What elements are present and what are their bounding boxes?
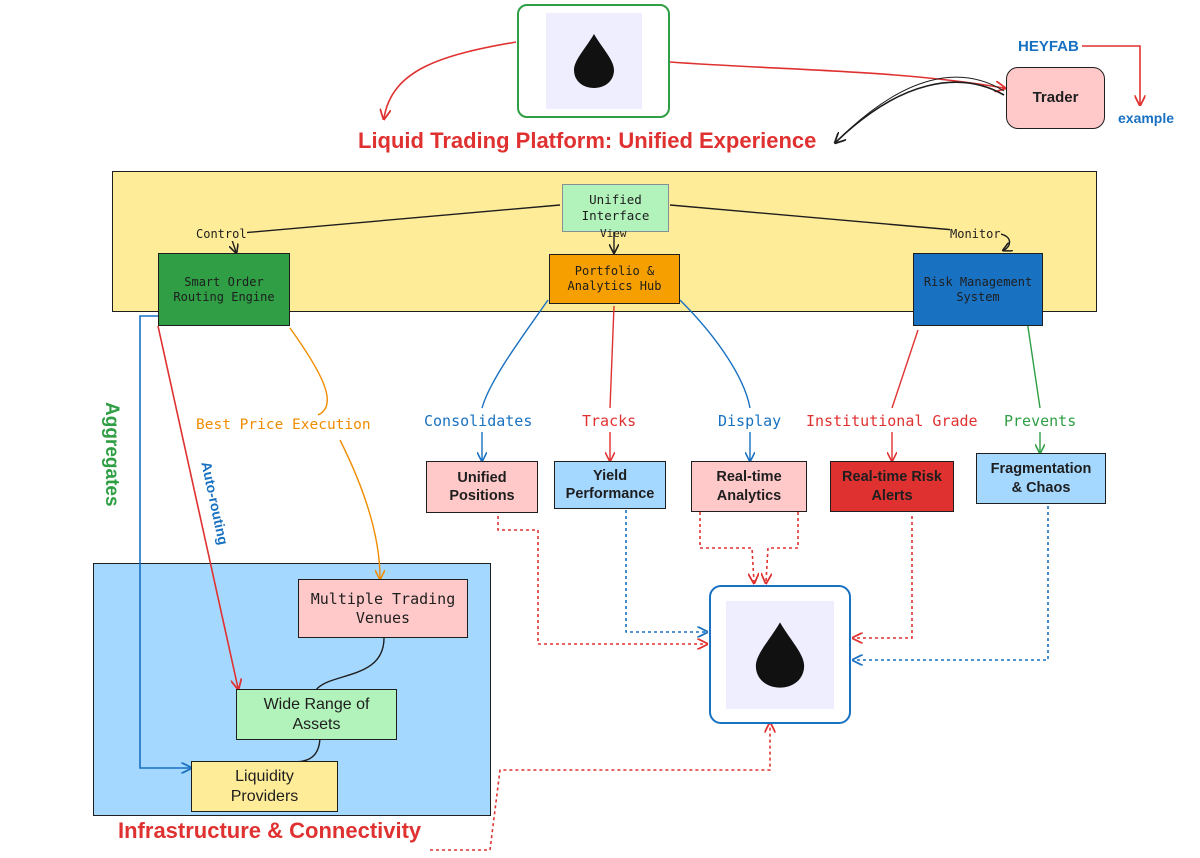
- trader-node: Trader: [1006, 67, 1105, 129]
- risk-management-node: Risk Management System: [913, 253, 1043, 326]
- center-logo-card: [709, 585, 851, 724]
- edge-trader-to-title: [836, 81, 1005, 142]
- edge-logo-to-title: [384, 41, 517, 118]
- edge-positions-to-logo: [497, 516, 706, 644]
- heyfab-label: HEYFAB: [1018, 38, 1079, 55]
- edge-auto-routing: [157, 325, 238, 688]
- edge-venues-to-assets: [315, 637, 385, 691]
- edge-consolidates: [482, 299, 549, 460]
- edge-heyfab-to-example: [1082, 45, 1140, 104]
- display-label: Display: [718, 412, 782, 430]
- top-logo-card: [517, 4, 670, 118]
- realtime-risk-alerts-node: Real-time Risk Alerts: [830, 461, 954, 512]
- page-title: Liquid Trading Platform: Unified Experie…: [358, 128, 817, 153]
- trading-venues-node: Multiple Trading Venues: [298, 579, 468, 638]
- tracks-label: Tracks: [582, 412, 637, 430]
- consolidates-label: Consolidates: [424, 412, 533, 430]
- yield-performance-node: Yield Performance: [554, 461, 666, 509]
- top-logo-bg: [545, 13, 642, 109]
- example-label: example: [1118, 110, 1175, 126]
- prevents-label: Prevents: [1004, 412, 1077, 430]
- edge-fragmentation-to-logo: [854, 506, 1049, 660]
- edge-tracks: [610, 305, 614, 460]
- best-price-label: Best Price Execution: [196, 417, 371, 433]
- fragmentation-node: Fragmentation & Chaos: [976, 453, 1106, 504]
- edge-display: [679, 299, 750, 460]
- center-logo-bg: [726, 600, 834, 709]
- infrastructure-label: Infrastructure & Connectivity: [118, 818, 422, 843]
- edge-logo-to-trader: [669, 61, 1004, 88]
- institutional-grade-label: Institutional Grade: [806, 412, 978, 430]
- liquidity-providers-node: Liquidity Providers: [191, 761, 338, 812]
- wide-range-assets-node: Wide Range of Assets: [236, 689, 397, 740]
- edge-best-price: [289, 327, 380, 578]
- portfolio-hub-node: Portfolio & Analytics Hub: [549, 254, 680, 304]
- liquid-drop-icon: [573, 34, 614, 88]
- smart-order-routing-node: Smart Order Routing Engine: [158, 253, 290, 326]
- edge-aggregates: [139, 315, 190, 768]
- monitor-label: Monitor: [950, 227, 1001, 241]
- edge-analytics-to-logo-b: [766, 512, 799, 582]
- edge-analytics-to-logo-a: [699, 512, 754, 582]
- realtime-analytics-node: Real-time Analytics: [691, 461, 807, 512]
- control-label: Control: [196, 227, 247, 241]
- edge-infra-to-logo: [430, 724, 770, 851]
- unified-interface-node: Unified Interface: [562, 184, 669, 232]
- edge-yield-to-logo: [625, 510, 706, 632]
- liquid-drop-icon: [755, 621, 805, 688]
- edge-risk-alerts-to-logo: [854, 516, 913, 638]
- view-label: View: [600, 227, 627, 240]
- edge-control: [230, 204, 561, 252]
- unified-positions-node: Unified Positions: [426, 461, 538, 513]
- aggregates-label: Aggregates: [101, 402, 122, 507]
